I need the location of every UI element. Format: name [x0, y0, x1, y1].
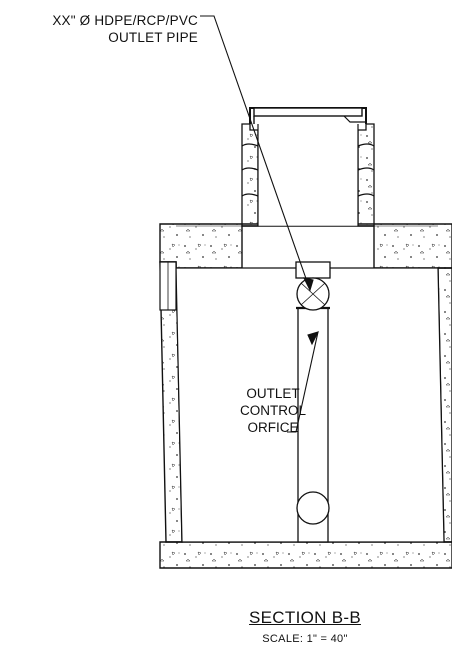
bottom-slab [159, 541, 452, 569]
riser-right [357, 123, 375, 227]
control-orifice-callout: OUTLET CONTROL ORFICE [228, 385, 318, 436]
outlet-pipe-callout: XX" Ø HDPE/RCP/PVC OUTLET PIPE [18, 12, 198, 46]
control-orifice-callout-line1: OUTLET [246, 386, 300, 401]
outlet-pipe-callout-line1: XX" Ø HDPE/RCP/PVC [52, 13, 198, 28]
frame-and-cover [249, 107, 367, 124]
section-scale: SCALE: 1" = 40" [262, 633, 348, 645]
standpipe [295, 261, 331, 543]
control-orifice-callout-line2: CONTROL [239, 403, 306, 418]
riser-shaft [258, 124, 358, 226]
section-title: SECTION B-B [249, 608, 361, 627]
orifice-leader [287, 331, 319, 433]
control-orifice [296, 491, 330, 525]
outlet-pipe-callout-line2: OUTLET PIPE [108, 30, 198, 45]
control-orifice-callout-line3: ORFICE [247, 420, 299, 435]
cover-lip [343, 115, 367, 123]
callout-leaders [200, 15, 320, 433]
cover [253, 107, 363, 117]
pipe-leader [200, 15, 311, 291]
riser-left [241, 123, 259, 227]
